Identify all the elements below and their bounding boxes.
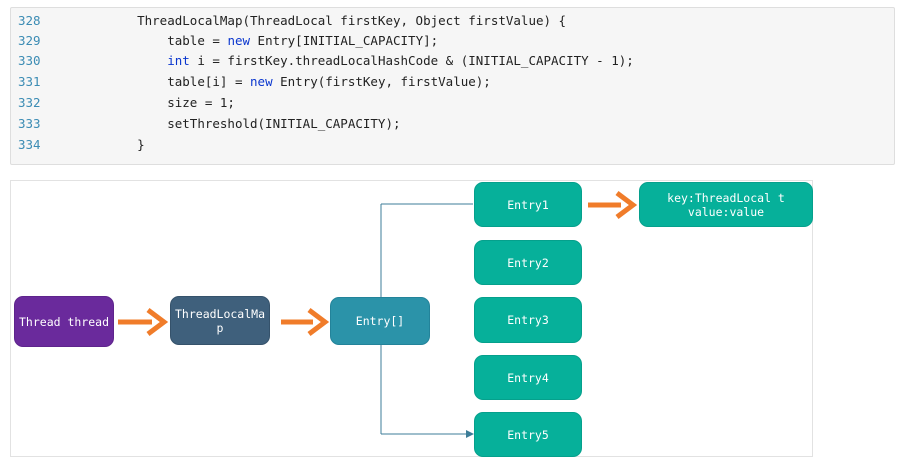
- code-token: table =: [167, 33, 228, 48]
- keyword: new: [227, 33, 251, 48]
- code-line: 329 table = new Entry[INITIAL_CAPACITY];: [11, 31, 891, 51]
- code-text: }: [107, 135, 145, 155]
- code-text: ThreadLocalMap(ThreadLocal firstKey, Obj…: [107, 11, 566, 31]
- node-entry2: Entry2: [474, 240, 582, 285]
- keyword: int: [167, 53, 190, 68]
- arrow-thread-to-map: [118, 308, 169, 336]
- code-line: 333 setThreshold(INITIAL_CAPACITY);: [11, 114, 891, 134]
- node-threadlocalmap: ThreadLocalMap: [170, 296, 270, 345]
- diagram: Thread thread ThreadLocalMap Entry[] Ent…: [10, 180, 813, 457]
- code-token: ThreadLocalMap(ThreadLocal firstKey, Obj…: [137, 13, 567, 28]
- keyword: new: [250, 74, 273, 89]
- line-number: 329: [18, 33, 41, 48]
- arrow-entry1-to-kv: [588, 191, 638, 219]
- node-thread: Thread thread: [14, 296, 114, 347]
- node-entry-array: Entry[]: [330, 297, 430, 345]
- line-number: 331: [18, 74, 41, 89]
- code-block: 328 ThreadLocalMap(ThreadLocal firstKey,…: [10, 7, 895, 165]
- node-entry1: Entry1: [474, 182, 582, 227]
- code-line: 330 int i = firstKey.threadLocalHashCode…: [11, 51, 891, 71]
- arrow-map-to-array: [281, 308, 330, 336]
- connector-arrowhead: [466, 430, 474, 438]
- node-key-value: key:ThreadLocal t value:value: [639, 182, 813, 227]
- code-token: }: [137, 137, 145, 152]
- node-entry4: Entry4: [474, 355, 582, 400]
- line-number: 328: [18, 13, 41, 28]
- code-token: size = 1;: [167, 95, 235, 110]
- code-line: 331 table[i] = new Entry(firstKey, first…: [11, 72, 891, 92]
- code-text: table = new Entry[INITIAL_CAPACITY];: [107, 31, 438, 51]
- code-token: setThreshold(INITIAL_CAPACITY);: [167, 116, 401, 131]
- code-text: int i = firstKey.threadLocalHashCode & (…: [107, 51, 634, 71]
- code-line: 328 ThreadLocalMap(ThreadLocal firstKey,…: [11, 11, 891, 31]
- line-number: 334: [18, 137, 41, 152]
- code-text: size = 1;: [107, 93, 235, 113]
- line-number: 333: [18, 116, 41, 131]
- code-token: Entry(firstKey, firstValue);: [272, 74, 491, 89]
- code-line: 334 }: [11, 135, 891, 155]
- node-entry5: Entry5: [474, 412, 582, 457]
- code-text: table[i] = new Entry(firstKey, firstValu…: [107, 72, 491, 92]
- code-token: Entry[INITIAL_CAPACITY];: [250, 33, 439, 48]
- line-number: 330: [18, 53, 41, 68]
- line-number: 332: [18, 95, 41, 110]
- code-text: setThreshold(INITIAL_CAPACITY);: [107, 114, 401, 134]
- code-token: table[i] =: [167, 74, 251, 89]
- code-line: 332 size = 1;: [11, 93, 891, 113]
- node-entry3: Entry3: [474, 297, 582, 343]
- code-token: i = firstKey.threadLocalHashCode & (INIT…: [189, 53, 634, 68]
